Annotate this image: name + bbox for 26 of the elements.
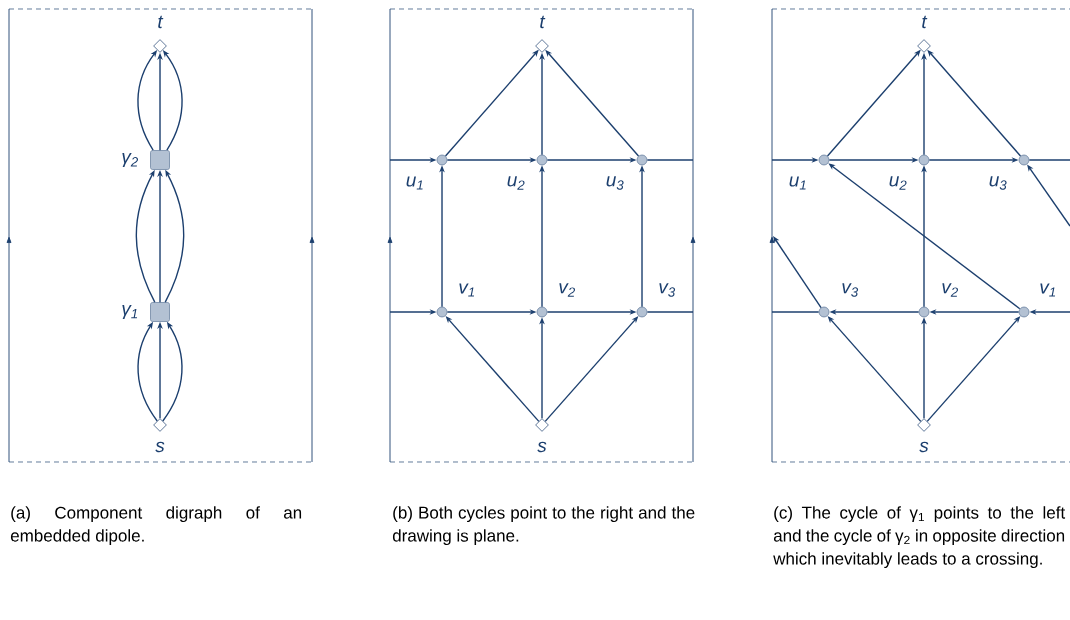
component-square: γ$_{2}$: [122, 150, 170, 170]
caption: (a) Component digraph of an embedded dipole.: [10, 506, 302, 546]
node-label: s: [155, 441, 165, 453]
node-label: γ$_{2}$: [122, 153, 139, 167]
arrow: [773, 236, 822, 309]
node-label: u$_{3}$: [989, 176, 1007, 190]
caption: (c) The cycle of γ$_{1}$ points to the left and the cycle of γ$_{2}$ in opposite direction which inevitably leads to a crossing.: [773, 506, 1066, 569]
node-label: v$_{1}$: [459, 283, 475, 297]
node-label: s: [919, 441, 929, 453]
node-label: v$_{1}$: [1040, 283, 1056, 297]
node-label: u$_{1}$: [789, 176, 806, 190]
node-label: u$_{3}$: [606, 176, 624, 190]
node-label: t: [540, 15, 546, 29]
node-label: v$_{3}$: [842, 283, 859, 297]
node-label: t: [158, 15, 164, 29]
component-square: γ$_{1}$: [122, 302, 170, 322]
node-label: t: [922, 15, 928, 29]
caption: (b) Both cycles point to the right and the drawing is plane.: [392, 506, 695, 546]
node-label: u$_{1}$: [406, 176, 423, 190]
node-label: u$_{2}$: [507, 176, 525, 190]
node-label: v$_{2}$: [942, 283, 959, 297]
node-label: u$_{2}$: [889, 176, 907, 190]
node-label: s: [537, 441, 547, 453]
node-label: γ$_{1}$: [122, 305, 138, 319]
node-label: v$_{2}$: [559, 283, 576, 297]
node-label: v$_{3}$: [659, 283, 676, 297]
